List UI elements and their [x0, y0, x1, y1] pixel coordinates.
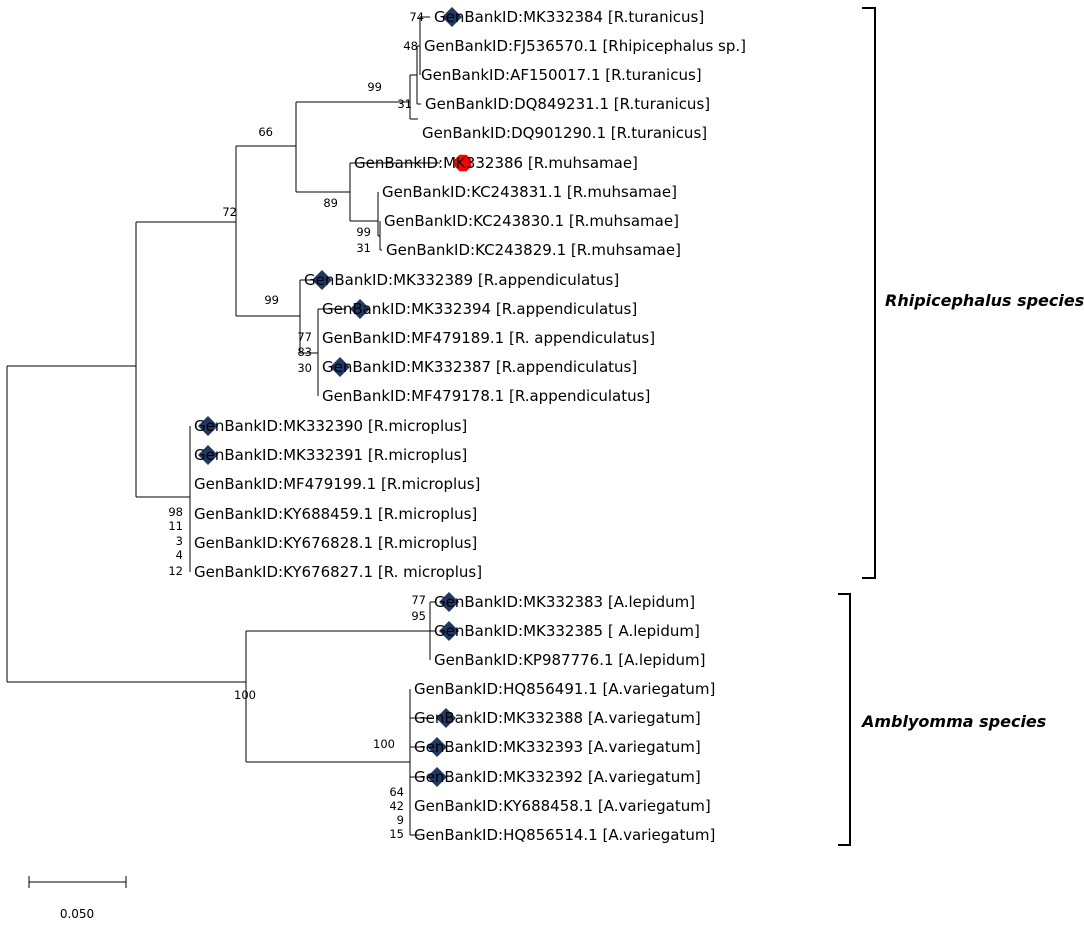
bootstrap-value: 64	[389, 785, 404, 799]
diamond-marker-icon	[439, 592, 459, 612]
bootstrap-value: 42	[389, 799, 404, 813]
leaf-label: GenBankID:MK332391 [R.microplus]	[194, 446, 467, 464]
bootstrap-value: 98	[168, 505, 183, 519]
bootstrap-value: 9	[397, 813, 404, 827]
bootstrap-value: 77	[297, 330, 312, 344]
leaf-label: GenBankID:MK332386 [R.muhsamae]	[354, 154, 638, 172]
bootstrap-value: 100	[234, 688, 256, 702]
leaf-label: GenBankID:MK332390 [R.microplus]	[194, 417, 467, 435]
leaf-label: GenBankID:MF479189.1 [R. appendiculatus]	[322, 329, 655, 347]
clade-amblyomma: Amblyomma species	[838, 593, 1046, 846]
leaf-label: GenBankID:MK332383 [A.lepidum]	[434, 593, 695, 611]
clade-label-amblyomma: Amblyomma species	[860, 712, 1046, 731]
scale-bar-line	[28, 876, 127, 888]
diamond-marker-icon	[312, 270, 332, 290]
bootstrap-value: 3	[176, 534, 183, 548]
tree-branches	[6, 16, 440, 836]
leaf-label: GenBankID:KC243829.1 [R.muhsamae]	[386, 241, 681, 259]
diamond-marker-icon	[350, 299, 370, 319]
bootstrap-value: 4	[176, 548, 183, 562]
bootstrap-value: 15	[389, 827, 404, 841]
leaf-label: GenBankID:HQ856491.1 [A.variegatum]	[414, 680, 715, 698]
diamond-marker-icon	[427, 767, 447, 787]
diamond-marker-icon	[330, 357, 350, 377]
leaf-label: GenBankID:MK332394 [R.appendiculatus]	[322, 300, 637, 318]
leaf-label: GenBankID:MK332387 [R.appendiculatus]	[322, 358, 637, 376]
leaf-label: GenBankID:HQ856514.1 [A.variegatum]	[414, 826, 715, 844]
leaf-label: GenBankID:FJ536570.1 [Rhipicephalus sp.]	[424, 37, 746, 55]
bootstrap-value: 89	[323, 196, 338, 210]
leaf-label: GenBankID:DQ901290.1 [R.turanicus]	[422, 124, 707, 142]
leaf-label: GenBankID:MK332384 [R.turanicus]	[434, 8, 704, 26]
scale-bar: 0.050	[28, 876, 127, 921]
bootstrap-value: 11	[168, 519, 183, 533]
leaf-label: GenBankID:MK332393 [A.variegatum]	[414, 738, 701, 756]
leaf-label: GenBankID:KY676828.1 [R.microplus]	[194, 534, 477, 552]
bootstrap-value: 12	[168, 564, 183, 578]
scale-bar-label: 0.050	[60, 907, 94, 921]
clade-label-rhipicephalus: Rhipicephalus species	[885, 291, 1084, 310]
leaf-label: GenBankID:AF150017.1 [R.turanicus]	[421, 66, 702, 84]
leaf-label: GenBankID:MK332388 [A.variegatum]	[414, 709, 701, 727]
leaf-labels: GenBankID:MK332384 [R.turanicus] GenBankI…	[194, 8, 746, 844]
leaf-label: GenBankID:KP987776.1 [A.lepidum]	[434, 651, 705, 669]
diamond-marker-icon	[439, 621, 459, 641]
bootstrap-value: 99	[367, 80, 382, 94]
clade-bracket-rhipicephalus	[862, 7, 876, 579]
leaf-label: GenBankID:MF479178.1 [R.appendiculatus]	[322, 387, 650, 405]
clade-rhipicephalus: Rhipicephalus species	[862, 7, 1084, 579]
leaf-label: GenBankID:MK332392 [A.variegatum]	[414, 768, 701, 786]
leaf-label: GenBankID:MK332389 [R.appendiculatus]	[304, 271, 619, 289]
bootstrap-value: 95	[411, 609, 426, 623]
diamond-marker-icon	[427, 737, 447, 757]
bootstrap-value: 72	[222, 205, 237, 219]
diamond-marker-icon	[436, 708, 456, 728]
bootstrap-value: 31	[397, 97, 412, 111]
leaf-label: GenBankID:MK332385 [ A.lepidum]	[434, 622, 700, 640]
bootstrap-value: 77	[411, 593, 426, 607]
bootstrap-value: 74	[409, 10, 424, 24]
leaf-label: GenBankID:KY676827.1 [R. microplus]	[194, 563, 482, 581]
leaf-label: GenBankID:KC243831.1 [R.muhsamae]	[382, 183, 677, 201]
bootstrap-value: 100	[373, 737, 395, 751]
leaf-label: GenBankID:KY688459.1 [R.microplus]	[194, 505, 477, 523]
bootstrap-value: 99	[356, 225, 371, 239]
diamond-marker-icon	[198, 445, 218, 465]
bootstrap-value: 30	[297, 361, 312, 375]
diamond-marker-icon	[442, 7, 462, 27]
leaf-markers	[198, 7, 472, 787]
bootstrap-value: 66	[258, 125, 273, 139]
leaf-label: GenBankID:DQ849231.1 [R.turanicus]	[425, 95, 710, 113]
leaf-label: GenBankID:KY688458.1 [A.variegatum]	[414, 797, 711, 815]
leaf-label: GenBankID:KC243830.1 [R.muhsamae]	[384, 212, 679, 230]
bootstrap-labels: 7448993166899931729977833098113412779510…	[168, 10, 426, 841]
octagon-marker-icon	[454, 154, 472, 172]
bootstrap-value: 31	[356, 241, 371, 255]
leaf-label: GenBankID:MF479199.1 [R.microplus]	[194, 475, 480, 493]
bootstrap-value: 48	[403, 39, 418, 53]
diamond-marker-icon	[198, 416, 218, 436]
bootstrap-value: 83	[297, 345, 312, 359]
clade-bracket-amblyomma	[838, 593, 851, 846]
bootstrap-value: 99	[264, 293, 279, 307]
